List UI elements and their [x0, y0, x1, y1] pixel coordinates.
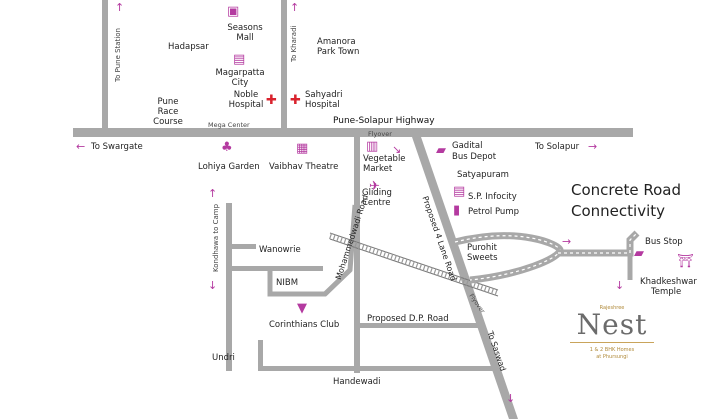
brand-name: Nest — [576, 308, 648, 341]
bus-icon: ▰ — [436, 143, 446, 158]
arrow-down-icon: ↓ — [615, 279, 625, 292]
clapperboard-icon: ▦ — [296, 141, 309, 156]
road-pune-station — [102, 0, 108, 129]
arrow-down-icon: ↓ — [208, 279, 218, 292]
road-proposed-4-lane — [412, 137, 518, 419]
vaibhav-theatre-label: Vaibhav Theatre — [269, 162, 339, 172]
undri-label: Undri — [212, 353, 235, 363]
highway-label: Pune-Solapur Highway — [333, 116, 435, 126]
petrol-pump-label: Petrol Pump — [468, 207, 519, 217]
to-solapur-label: To Solapur — [535, 142, 580, 152]
purohit-line1: Purohit — [467, 243, 497, 253]
tree-icon: ♣ — [221, 140, 233, 155]
brand-logo: Rajeshree Nest — [565, 305, 659, 339]
road-central — [354, 137, 360, 373]
brand-developer: Rajeshree — [599, 305, 625, 311]
magarpatta-line1: Magarpatta — [215, 68, 265, 78]
cart-icon: ▥ — [366, 139, 379, 154]
cocktail-glass-icon: ▼ — [297, 301, 307, 316]
gadital-line2: Bus Depot — [452, 152, 497, 162]
map-title-line1: Concrete Road — [571, 181, 681, 199]
seasons-mall-line2: Mall — [236, 33, 254, 43]
gliding-line1: Gliding — [362, 188, 392, 198]
wanowrie-label: Wanowrie — [259, 245, 301, 255]
brand-tagline-2: at Phursungi — [596, 354, 628, 360]
to-kharadi-label: To Kharadi — [290, 25, 298, 62]
road-proposed-dp — [359, 323, 484, 328]
bus-icon: ▰ — [634, 246, 644, 261]
noble-line2: Hospital — [228, 100, 264, 110]
gliding-line2: Centre — [362, 198, 391, 208]
office-building-icon: ▤ — [453, 184, 466, 199]
pune-solapur-highway — [73, 128, 633, 137]
purohit-line2: Sweets — [467, 253, 498, 263]
road-mohammedwadi — [323, 204, 358, 296]
map-title-line2: Connectivity — [571, 202, 665, 220]
to-swargate-label: To Swargate — [91, 142, 143, 152]
railway-line — [329, 232, 499, 297]
concrete-road — [454, 230, 640, 284]
bus-stop-label: Bus Stop — [645, 237, 683, 247]
brand-tagline: 1 & 2 BHK Homes at Phursungi — [565, 347, 659, 361]
nibm-label: NIBM — [276, 278, 299, 288]
road-kondhawa — [226, 203, 232, 371]
arrow-right-icon: → — [588, 140, 598, 153]
hospital-cross-icon: ✚ — [266, 93, 277, 108]
to-pune-station-label: To Pune Station — [114, 28, 122, 82]
sp-infocity-label: S.P. Infocity — [468, 192, 517, 202]
road-nibm-top — [231, 266, 323, 271]
seasons-mall-line1: Seasons — [227, 23, 263, 33]
magarpatta-line2: City — [231, 78, 249, 88]
hospital-cross-icon: ✚ — [290, 93, 301, 108]
shopping-bag-icon: ▣ — [227, 4, 240, 19]
brand-divider — [570, 342, 654, 343]
pune-race-line3: Course — [153, 117, 183, 127]
vegetable-line1: Vegetable — [363, 154, 406, 164]
road-undri-connector — [258, 340, 263, 371]
vegetable-line2: Market — [363, 164, 393, 174]
handewadi-label: Handewadi — [333, 377, 381, 387]
arrow-up-icon: ↑ — [115, 1, 125, 14]
airplane-icon: ✈ — [369, 179, 380, 194]
road-wanowrie — [231, 244, 256, 249]
arrow-up-icon: ↑ — [290, 1, 300, 14]
arrow-left-icon: ← — [76, 140, 86, 153]
building-icon: ▤ — [233, 52, 246, 67]
brand-tagline-1: 1 & 2 BHK Homes — [589, 347, 635, 353]
road-handewadi — [258, 366, 500, 371]
flyover-label: Flyover — [368, 130, 392, 138]
gadital-line1: Gadital — [452, 141, 483, 151]
lohiya-garden-label: Lohiya Garden — [198, 162, 260, 172]
amanora-line2: Park Town — [317, 47, 360, 57]
hadapsar-label: Hadapsar — [168, 42, 209, 52]
pune-race-line1: Pune — [157, 97, 179, 107]
noble-line1: Noble — [233, 90, 259, 100]
satyapuram-label: Satyapuram — [457, 170, 509, 180]
amanora-line1: Amanora — [317, 37, 356, 47]
proposed-dp-label: Proposed D.P. Road — [367, 314, 449, 324]
mega-center-label: Mega Center — [208, 121, 250, 129]
sahyadri-line2: Hospital — [305, 100, 340, 110]
temple-flag-icon: ⛩ — [677, 254, 694, 269]
arrow-down-icon: ↓ — [506, 392, 516, 405]
arrow-down-icon: ↘ — [392, 143, 402, 156]
corinthians-club-label: Corinthians Club — [269, 320, 340, 330]
pune-race-line2: Race — [157, 107, 179, 117]
khadkeshwar-line1: Khadkeshwar — [640, 277, 697, 287]
sahyadri-line1: Sahyadri — [305, 90, 343, 100]
fuel-pump-icon: ▮ — [453, 203, 461, 218]
khadkeshwar-line2: Temple — [651, 287, 682, 297]
arrow-right-icon: → — [562, 235, 572, 248]
arrow-up-icon: ↑ — [208, 187, 218, 200]
road-kharadi — [281, 0, 287, 129]
kondhawa-label: Kondhawa to Camp — [212, 203, 220, 272]
